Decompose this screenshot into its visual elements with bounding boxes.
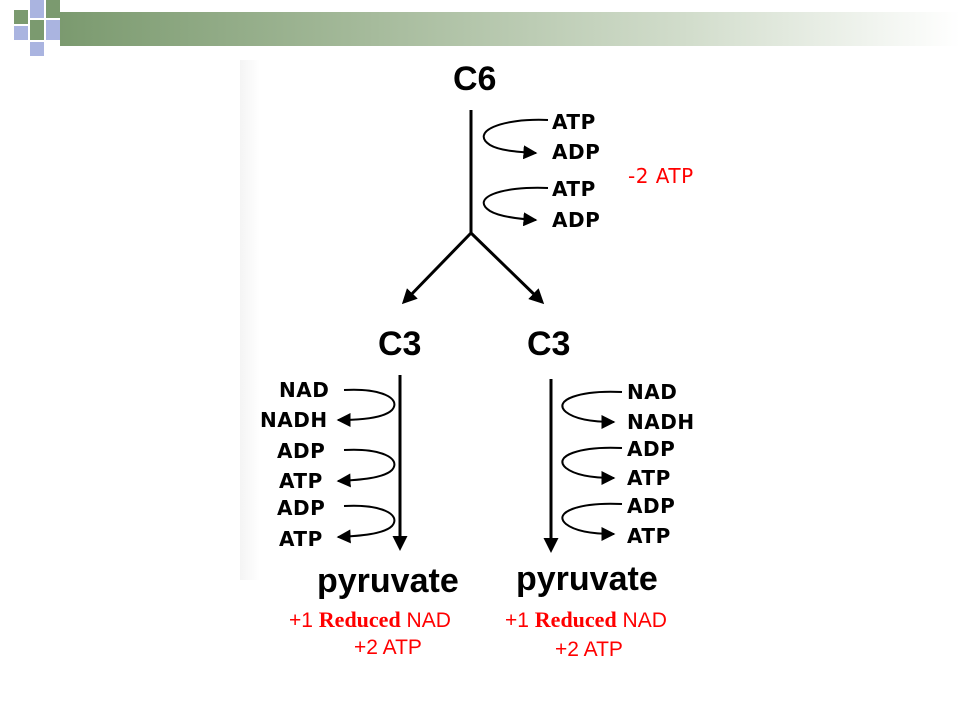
investment-net-label: -2 ATP: [628, 164, 694, 188]
left-yield-word: Reduced: [318, 607, 401, 632]
right-atp-out-2: ATP: [627, 524, 671, 548]
investment-atp-in-1: ATP: [552, 110, 596, 134]
right-pyruvate-label: pyruvate: [516, 560, 658, 598]
right-yield-molecule: NAD: [622, 609, 667, 632]
left-nadh-out: NADH: [260, 408, 328, 432]
corner-square: [30, 0, 44, 18]
right-nad-in: NAD: [627, 380, 678, 404]
corner-square: [46, 0, 60, 18]
corner-square: [14, 26, 28, 40]
right-yield-number: +1: [505, 609, 529, 632]
right-adp-in-1: ADP: [627, 437, 676, 461]
left-adp-in-2: ADP: [277, 496, 326, 520]
investment-loop-arrow: [482, 186, 549, 227]
corner-square: [30, 20, 44, 40]
right-loop-arrow: [561, 446, 623, 485]
right-nadh-out: NADH: [627, 410, 695, 434]
left-atp-out-2: ATP: [279, 527, 323, 551]
panel-shade: [240, 60, 260, 580]
left-adp-in-1: ADP: [277, 439, 326, 463]
left-yield-molecule: NAD: [406, 609, 451, 632]
left-loop-arrow: [336, 388, 396, 427]
investment-loop-arrow: [482, 118, 549, 160]
left-nad-in: NAD: [279, 378, 330, 402]
left-loop-arrow: [336, 504, 396, 544]
left-c3-label: C3: [378, 325, 422, 363]
left-reduced-nad-yield: +1 Reduced NAD: [289, 607, 451, 633]
right-atp-out-1: ATP: [627, 466, 671, 490]
right-loop-arrow: [561, 390, 623, 429]
split-arrow-right: [469, 231, 545, 305]
left-loop-arrow: [336, 448, 396, 488]
investment-adp-out-1: ADP: [552, 140, 601, 164]
left-atp-yield: +2 ATP: [354, 636, 422, 659]
right-adp-in-2: ADP: [627, 494, 676, 518]
right-atp-yield: +2 ATP: [555, 638, 623, 661]
corner-square: [46, 20, 60, 40]
title-gradient-bar: [60, 12, 960, 46]
right-loop-arrow: [561, 502, 623, 541]
left-atp-out-1: ATP: [279, 469, 323, 493]
left-yield-number: +1: [289, 609, 313, 632]
right-c3-label: C3: [527, 325, 571, 363]
investment-atp-in-2: ATP: [552, 177, 596, 201]
right-reduced-nad-yield: +1 Reduced NAD: [505, 607, 667, 633]
right-yield-word: Reduced: [534, 607, 617, 632]
c6-label: C6: [453, 60, 497, 98]
corner-square: [30, 42, 44, 56]
left-pyruvate-label: pyruvate: [317, 562, 459, 600]
investment-adp-out-2: ADP: [552, 208, 601, 232]
split-arrow-left: [401, 231, 473, 305]
corner-square: [14, 10, 28, 24]
